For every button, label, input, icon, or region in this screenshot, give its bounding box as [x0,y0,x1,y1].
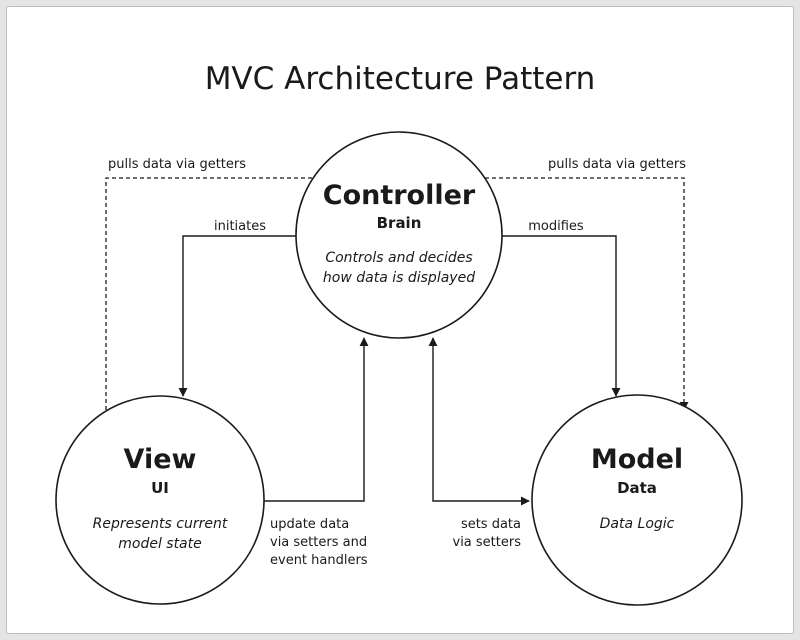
view-description-line-1: Represents current [93,516,228,532]
label-update-data-line-2: via setters and [270,535,367,550]
view-title: View [124,444,197,475]
label-modifies: modifies [528,219,584,234]
label-model-pulls-getters: pulls data via getters [548,157,686,172]
controller-description-line-2: how data is displayed [323,270,475,286]
edge-controller-initiates-view [178,235,297,397]
controller-description-line-1: Controls and decides [325,250,472,266]
edge-model-pulls-getters [485,177,689,411]
label-sets-data-line-2: via setters [453,535,522,550]
view-node [55,395,265,605]
label-initiates: initiates [214,219,266,234]
model-role: Data [617,479,657,497]
model-title: Model [591,444,683,475]
model-node [531,394,743,606]
label-update-data-line-3: event handlers [270,553,368,568]
label-sets-data-line-1: sets data [461,517,521,532]
controller-title: Controller [323,180,476,211]
controller-node [295,131,503,339]
view-role: UI [151,479,169,497]
label-view-pulls-getters: pulls data via getters [108,157,246,172]
model-description-line-1: Data Logic [600,516,675,532]
diagram-title: MVC Architecture Pattern [205,61,596,97]
label-update-data-line-1: update data [270,517,349,532]
controller-role: Brain [377,214,422,232]
edge-view-updates-controller [264,337,369,502]
view-description-line-2: model state [118,536,202,552]
edge-controller-modifies-model [500,235,621,397]
edge-view-pulls-getters [105,177,313,410]
edge-controller-sets-model [428,337,530,506]
